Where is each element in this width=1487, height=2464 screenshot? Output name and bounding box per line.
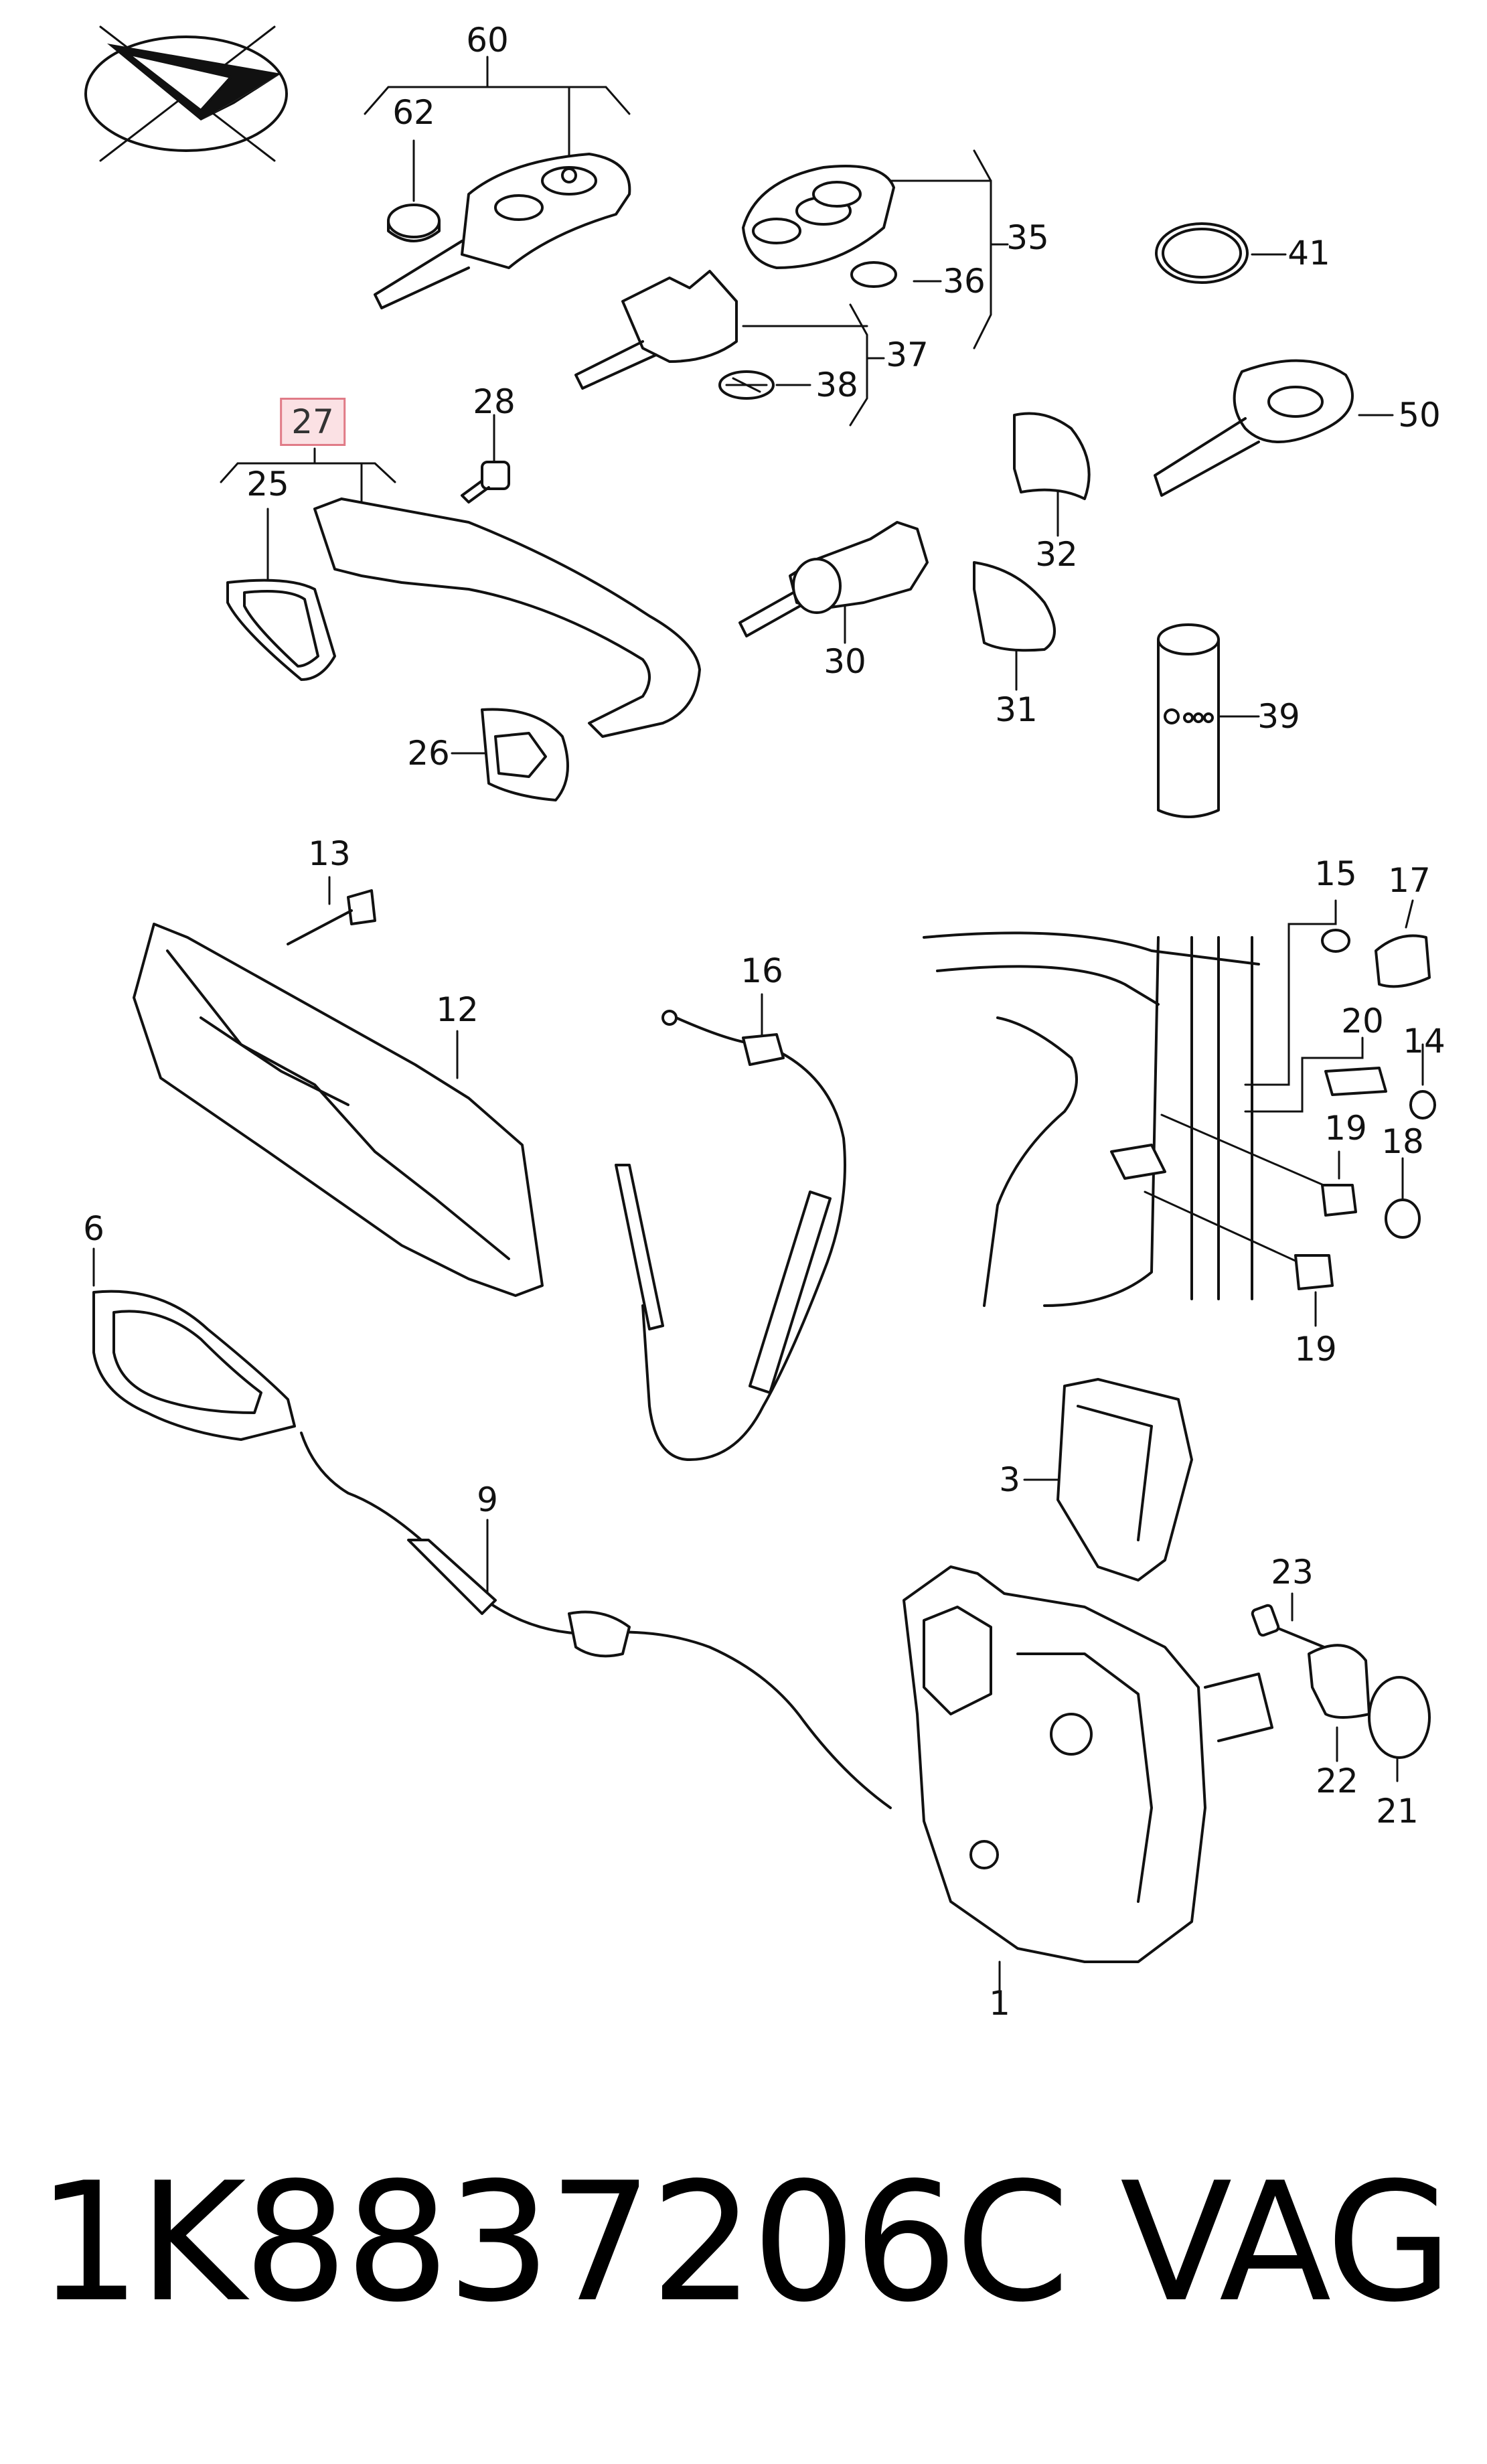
part-label-15: 15 (1314, 854, 1357, 893)
part-label-17: 17 (1388, 861, 1431, 900)
brand-name: VAG (1119, 2147, 1453, 2338)
part-label-3: 3 (999, 1460, 1020, 1499)
part-label-13: 13 (308, 834, 351, 873)
part-label-16: 16 (740, 951, 783, 990)
part-label-18: 18 (1381, 1122, 1424, 1161)
part-label-22: 22 (1316, 1762, 1358, 1800)
part-label-37: 37 (886, 335, 929, 374)
part-sketches (92, 153, 1436, 1963)
part-number: 1K8837206C (37, 2147, 1070, 2338)
part-label-35: 35 (1006, 218, 1049, 257)
part-label-9: 9 (477, 1480, 498, 1519)
part-label-12: 12 (436, 990, 479, 1029)
part-label-19-lower: 19 (1294, 1330, 1337, 1369)
part-label-20: 20 (1341, 1002, 1384, 1041)
part-label-1: 1 (989, 1984, 1010, 2023)
part-label-14: 14 (1403, 1022, 1445, 1061)
part-label-39: 39 (1257, 697, 1300, 736)
part-label-32: 32 (1035, 535, 1078, 574)
part-label-27-highlighted: 27 (280, 398, 345, 446)
part-label-50: 50 (1398, 396, 1441, 435)
part-label-23: 23 (1271, 1553, 1314, 1592)
part-label-26: 26 (407, 734, 450, 773)
part-label-36: 36 (943, 262, 986, 301)
part-label-41: 41 (1287, 234, 1330, 273)
part-label-30: 30 (824, 642, 866, 681)
part-label-62: 62 (392, 93, 435, 132)
part-label-21: 21 (1376, 1792, 1419, 1831)
part-label-38: 38 (815, 366, 858, 404)
part-label-6: 6 (83, 1209, 104, 1248)
part-label-25: 25 (246, 465, 289, 504)
part-label-31: 31 (995, 690, 1038, 729)
part-label-60: 60 (466, 21, 509, 60)
part-label-19-upper: 19 (1324, 1109, 1367, 1148)
part-label-28: 28 (473, 382, 516, 421)
leader-lines (92, 56, 1424, 1997)
direction-logo (84, 25, 288, 162)
